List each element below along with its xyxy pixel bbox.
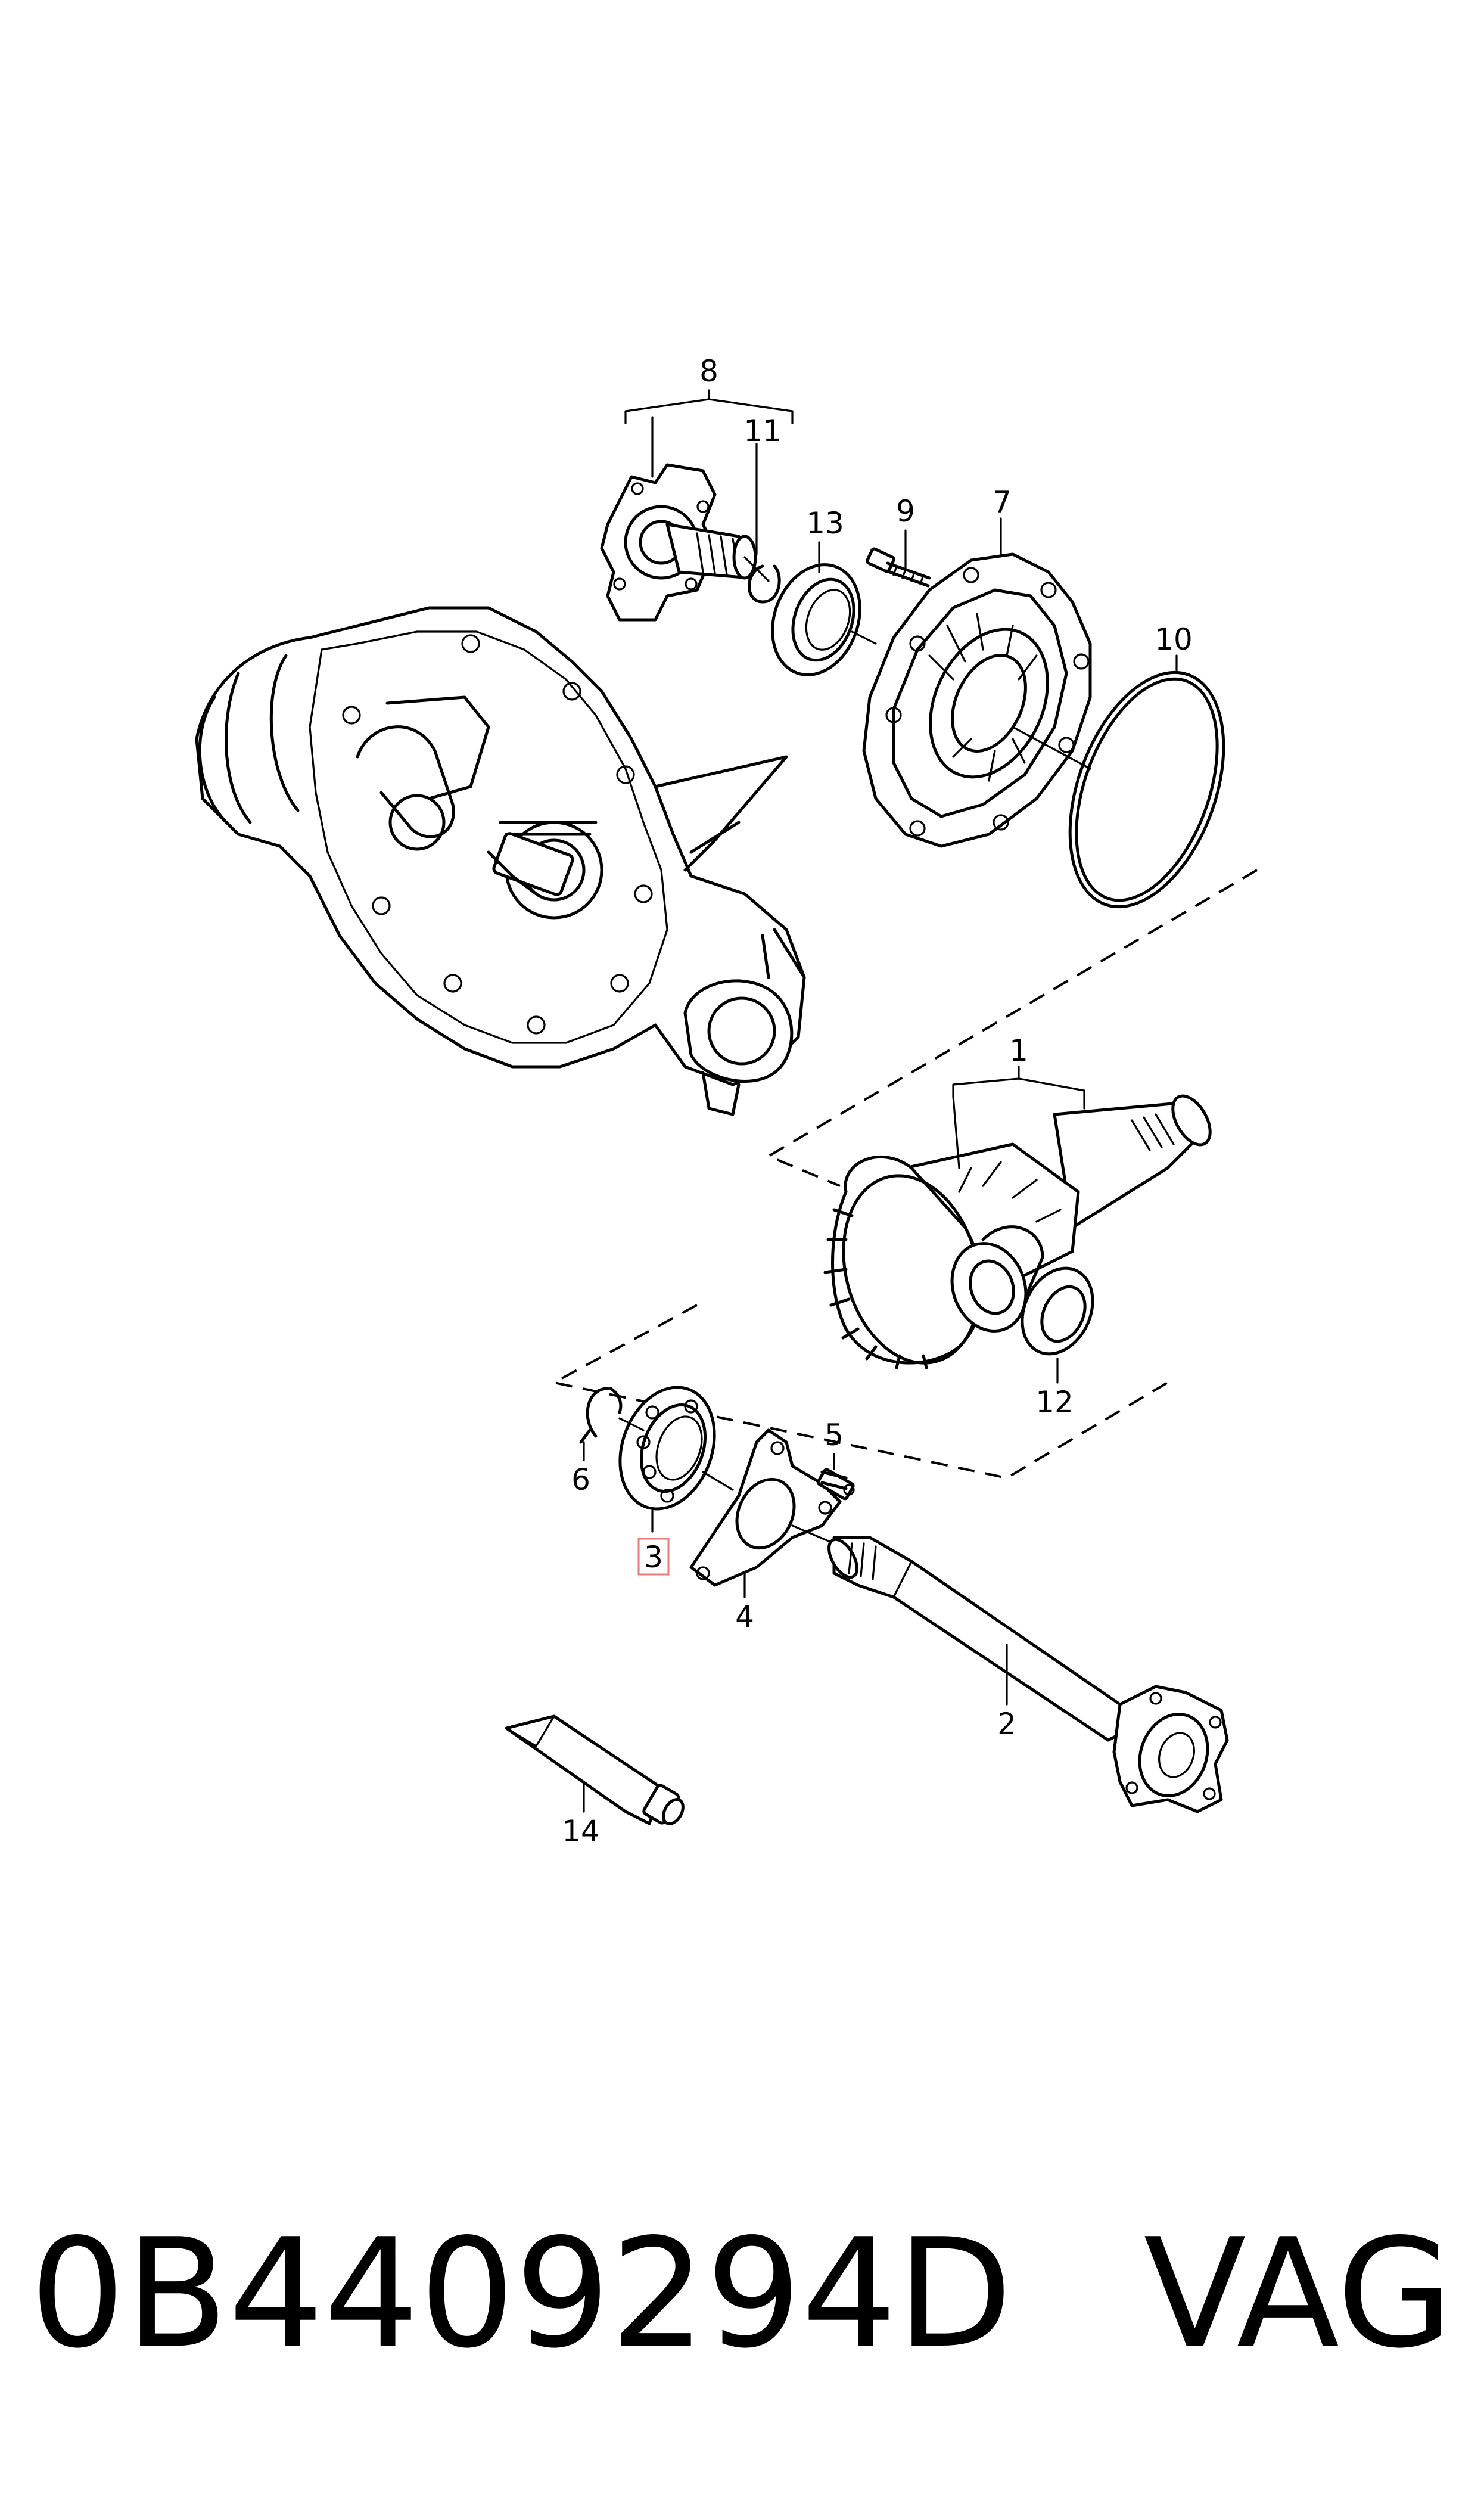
callout-13[interactable]: 13 <box>806 506 844 541</box>
part-6-circlip <box>579 1387 623 1444</box>
callout-2[interactable]: 2 <box>997 1707 1016 1741</box>
dashed-group-line-upper <box>766 869 1258 1187</box>
part-5-bolt <box>816 1468 855 1501</box>
callout-10[interactable]: 10 <box>1155 622 1193 657</box>
dashed-group-line-lower <box>550 1304 1169 1480</box>
part-number-label: 0B4409294D <box>30 2207 1013 2381</box>
callout-4[interactable]: 4 <box>735 1599 754 1634</box>
part-1-differential <box>823 1094 1212 1369</box>
part-13-shaft-seal <box>771 563 861 676</box>
upper-axis-line <box>743 556 1091 770</box>
callout-14[interactable]: 14 <box>562 1814 600 1849</box>
callout-3[interactable]: 3 <box>644 1540 663 1574</box>
part-7-flange-cover <box>862 552 1092 848</box>
callout-9[interactable]: 9 <box>896 494 915 529</box>
callout-8[interactable]: 8 <box>699 354 718 389</box>
part-8-drive-flange <box>600 463 757 622</box>
part-12-seal <box>1021 1266 1094 1356</box>
brand-label: VAG <box>1143 2207 1453 2381</box>
callout-5[interactable]: 5 <box>825 1418 844 1452</box>
transmission-housing <box>195 606 806 1116</box>
part-3-ball-bearing <box>618 1386 716 1511</box>
leader-lines <box>583 389 1178 1813</box>
part-14-grease-tube <box>505 1714 685 1825</box>
callout-12[interactable]: 12 <box>1035 1385 1074 1420</box>
part-9-bolt <box>866 547 931 588</box>
callout-3-highlight-box <box>637 1538 670 1576</box>
callout-11[interactable]: 11 <box>743 414 782 448</box>
part-10-o-ring <box>1068 670 1225 909</box>
lower-axis-line <box>618 1417 835 1545</box>
callout-7[interactable]: 7 <box>993 485 1012 520</box>
callout-1[interactable]: 1 <box>1009 1033 1028 1068</box>
callout-6[interactable]: 6 <box>571 1462 590 1497</box>
part-2-drive-shaft <box>827 1536 1229 1813</box>
part-11-circlip <box>748 564 781 604</box>
